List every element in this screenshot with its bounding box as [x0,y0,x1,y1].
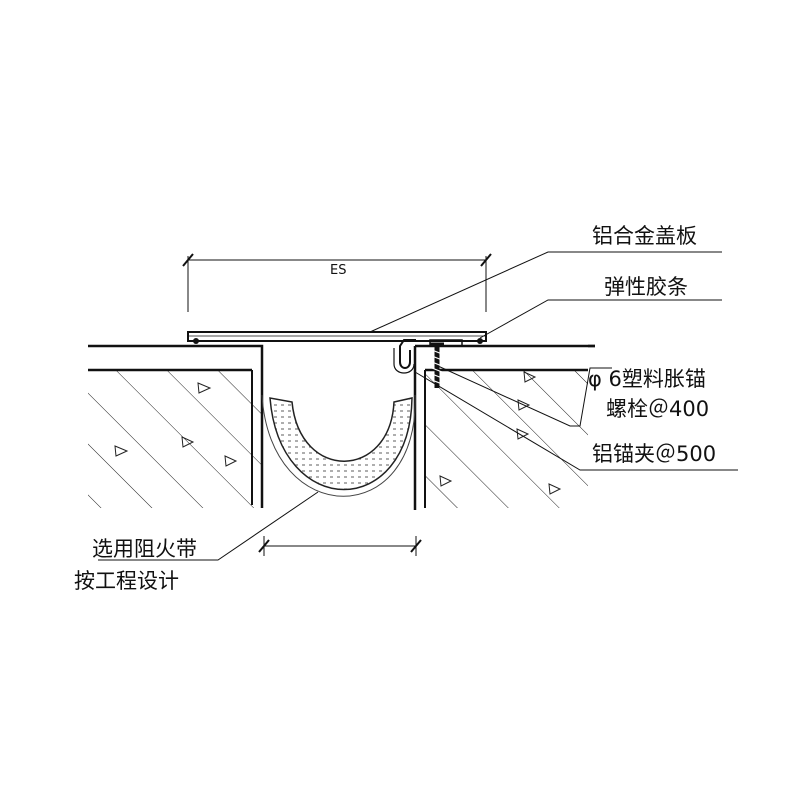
label-cover-plate: 铝合金盖板 [592,224,697,248]
aggregate-mark [224,455,238,467]
label-aluminum-clip: 铝锚夹＠500 [592,442,716,466]
dimension-es-label: ES [330,263,346,278]
aggregate-mark [114,445,129,457]
aggregate-mark [181,436,195,448]
label-fire-barrier-line2: 按工程设计 [74,569,179,593]
fire-barrier-band [261,394,416,497]
left-concrete-slab [88,344,264,508]
anchor-bolt [430,342,444,388]
aluminum-cover-plate [187,331,487,344]
leader-rubber-strip [479,299,722,339]
leader-cover-plate [369,251,722,333]
label-fire-barrier-line1: 选用阻火带 [92,537,197,561]
aggregate-mark [197,382,212,394]
dimension-joint-width [258,536,422,556]
aluminum-clip [393,339,463,374]
leader-anchor-bolt [437,365,612,427]
rubber-strip-right [477,338,483,344]
leader-fire-barrier [98,491,319,561]
aggregate-mark [523,371,537,383]
aggregate-mark [439,475,453,487]
label-rubber-strip: 弹性胶条 [604,275,688,299]
aggregate-mark [517,399,531,411]
right-concrete-slab [413,344,595,510]
dimension-es: ES [182,253,492,312]
label-anchor-bolt-line1: φ 6塑料胀锚 [588,367,706,391]
label-anchor-bolt-line2: 螺栓＠400 [606,397,709,421]
leader-lines [98,251,738,561]
leader-aluminum-clip [414,371,738,471]
aggregate-mark [548,483,562,495]
rubber-strip-left [193,338,199,344]
